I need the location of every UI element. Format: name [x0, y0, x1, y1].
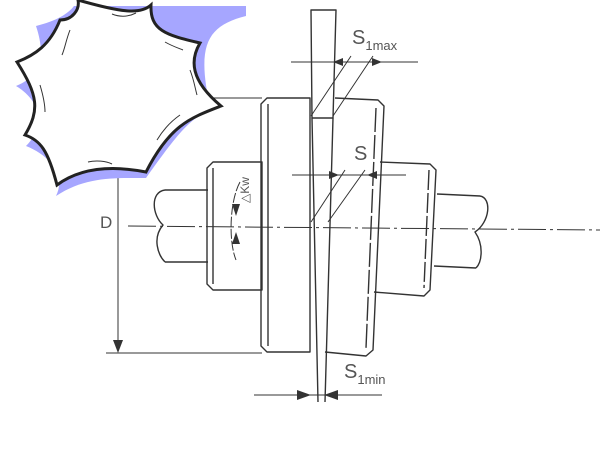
- gap-plate: [310, 9, 337, 403]
- centerline: [127, 225, 600, 231]
- angular-arc: [230, 181, 241, 261]
- right-shaft: [433, 193, 489, 269]
- dimension-s: [292, 169, 406, 223]
- right-flange: [324, 97, 385, 357]
- dimension-s1max: [291, 55, 418, 117]
- label-s: S: [354, 143, 368, 165]
- left-shaft: [153, 189, 208, 263]
- left-hub: [206, 161, 263, 291]
- starburst-decoration: [14, 0, 246, 196]
- label-s1min: S1min: [344, 361, 386, 387]
- label-d: D: [100, 213, 113, 232]
- label-s1max: S1max: [352, 27, 398, 53]
- label-delta-kw: △Kw: [237, 177, 252, 203]
- left-flange: [260, 97, 311, 353]
